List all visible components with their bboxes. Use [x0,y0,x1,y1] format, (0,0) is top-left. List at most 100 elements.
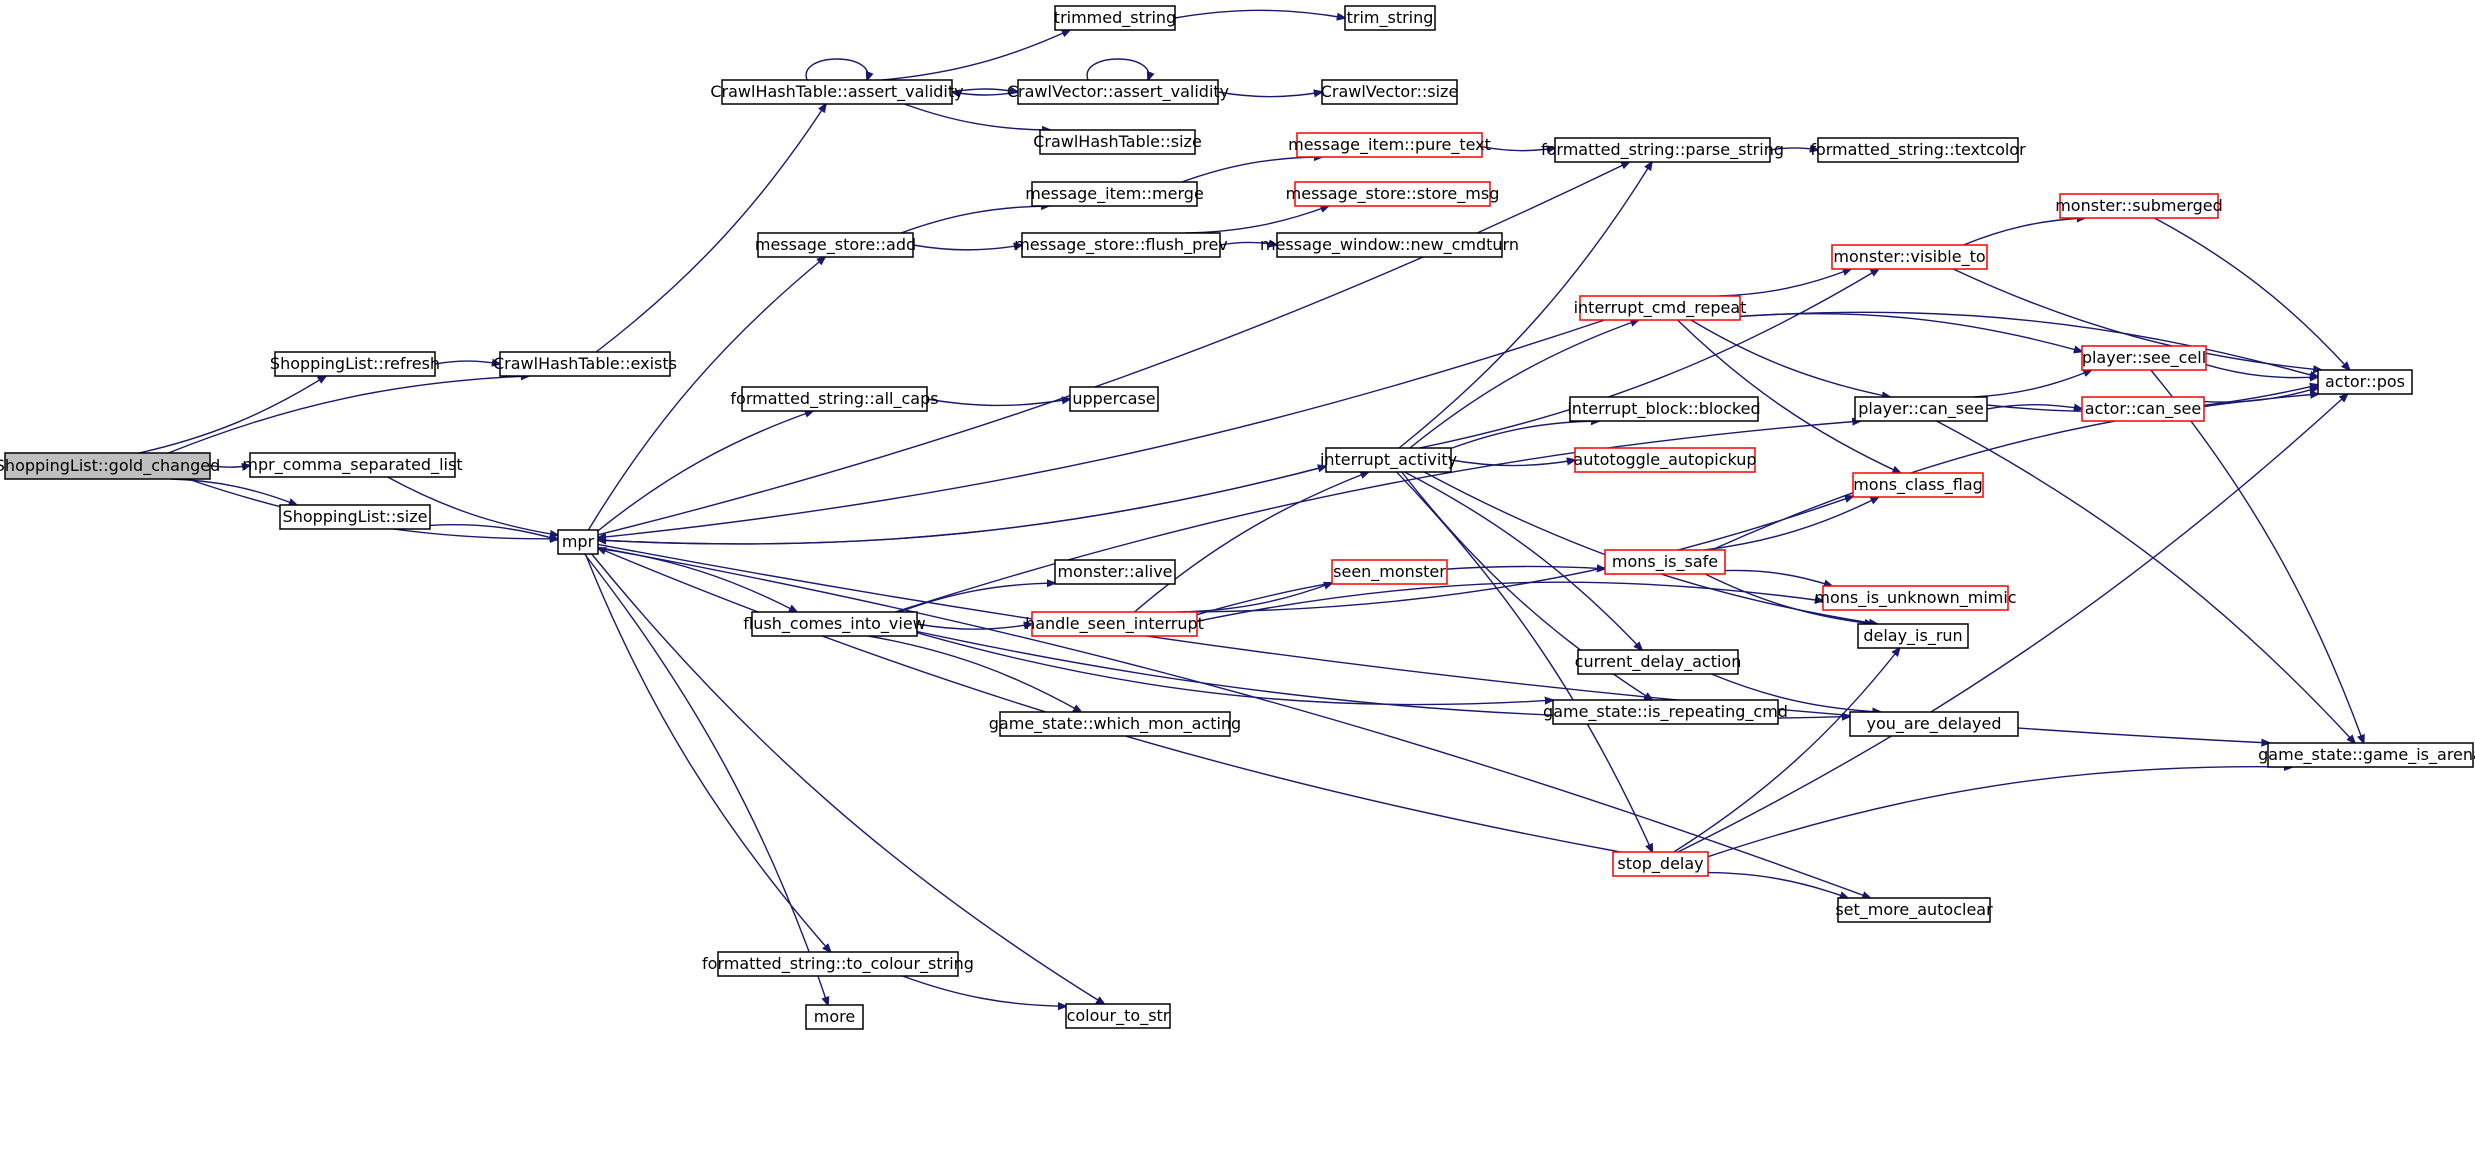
node-box [499,351,671,377]
edge-cv_assert-to-cv_size [1217,92,1322,97]
edge-cht_assert-to-cht_size [904,103,1050,130]
node-actor-can-see[interactable]: actor::can_see [2081,396,2205,422]
node-label: message_item::pure_text [1288,135,1491,155]
node-mon-visible-to[interactable]: monster::visible_to [1831,244,1988,270]
node-cv-assert[interactable]: CrawlVector::assert_validity [1007,79,1229,105]
node-mon-alive[interactable]: monster::alive [1054,559,1176,585]
node-interrupt-activity[interactable]: interrupt_activity [1320,447,1457,473]
node-fs-parse[interactable]: formatted_string::parse_string [1541,137,1784,163]
node-trim-string[interactable]: trim_string [1344,5,1436,31]
node-gs-which-mon[interactable]: game_state::which_mon_acting [989,711,1241,737]
node-actor-pos[interactable]: actor::pos [2317,369,2413,395]
node-mons-class-flag[interactable]: mons_class_flag [1852,472,1984,498]
edge-stop_delay-to-mpr [598,548,1621,853]
node-uppercase[interactable]: uppercase [1069,386,1159,412]
node-trimmed-string[interactable]: trimmed_string [1054,5,1176,31]
node-handle-seen[interactable]: handle_seen_interrupt [1025,611,1204,637]
node-sl-refresh[interactable]: ShoppingList::refresh [270,351,440,377]
edge-mon_visible_to-to-mon_submerged [1963,218,2086,246]
node-cht-assert[interactable]: CrawlHashTable::assert_validity [710,79,964,105]
node-gs-arena[interactable]: game_state::game_is_arena [2258,742,2475,768]
edges-layer [138,9,2364,1006]
node-box [1831,244,1988,270]
edge-mpr_csl-to-mpr [387,476,558,535]
node-label: monster::visible_to [1833,247,1985,267]
node-box [757,232,914,258]
edge-interrupt_activity-to-mon_visible_to [1419,269,1878,449]
edge-interrupt_cmd_repeat-to-player_can_see [1690,319,1890,397]
node-ms-add[interactable]: message_store::add [755,232,916,258]
node-more[interactable]: more [805,1004,864,1030]
edge-mpr-to-more [583,553,829,1005]
node-mons-is-safe[interactable]: mons_is_safe [1604,549,1726,575]
node-label: handle_seen_interrupt [1025,614,1204,634]
node-mi-merge[interactable]: message_item::merge [1025,181,1204,207]
node-label: message_store::store_msg [1286,184,1500,204]
node-ms-store-msg[interactable]: message_store::store_msg [1286,181,1500,207]
node-ib-blocked[interactable]: interrupt_block::blocked [1567,396,1761,422]
node-cht-exists[interactable]: CrawlHashTable::exists [493,351,677,377]
edge-handle_seen-to-mons_class_flag [1183,496,1853,613]
node-player-see-cell[interactable]: player::see_cell [2081,345,2207,371]
edge-player_can_see-to-gs_arena [1936,420,2355,743]
node-label: flush_comes_into_view [743,614,926,634]
node-sl-size[interactable]: ShoppingList::size [279,504,431,530]
edge-player_can_see-to-actor_can_see [1986,405,2082,409]
edge-cv_assert-to-cv_assert [1086,58,1149,80]
node-gold-changed[interactable]: ShoppingList::gold_changed [0,452,220,480]
edge-cht_exists-to-cht_assert [595,104,826,353]
node-interrupt-cmd-repeat[interactable]: interrupt_cmd_repeat [1574,295,1747,321]
node-flush-view[interactable]: flush_comes_into_view [743,611,926,637]
edge-interrupt_activity-to-current_delay [1404,471,1643,650]
edge-ms_flush_prev-to-mw_new_cmdturn [1219,242,1277,245]
edge-mpr-to-fs_all_caps [597,411,813,532]
edge-mpr-to-fs_parse [597,162,1629,536]
edge-stop_delay-to-delay_is_run [1673,648,1900,853]
node-box [1054,559,1176,585]
edge-cv_assert-to-cht_assert [952,92,1019,95]
node-gs-repeating[interactable]: game_state::is_repeating_cmd [1543,699,1788,725]
node-player-can-see[interactable]: player::can_see [1854,396,1988,422]
edge-fs_all_caps-to-uppercase [926,399,1070,407]
node-box [1294,181,1491,207]
node-ms-flush-prev[interactable]: message_store::flush_prev [1014,232,1228,258]
edge-interrupt_activity-to-delay_is_run [1423,471,1877,624]
node-mon-submerged[interactable]: monster::submerged [2055,193,2223,219]
node-you-are-delayed[interactable]: you_are_delayed [1849,711,2019,737]
node-cv-size[interactable]: CrawlVector::size [1321,79,1459,105]
edge-stop_delay-to-actor_pos [1677,394,2348,853]
edge-interrupt_cmd_repeat-to-mons_class_flag [1677,319,1901,473]
node-box [1612,851,1709,877]
edge-mon_visible_to-to-actor_pos [1952,268,2321,370]
edge-stop_delay-to-gs_arena [1707,767,2292,858]
edge-interrupt_cmd_repeat-to-mon_visible_to [1718,269,1851,297]
node-box [1069,386,1159,412]
node-label: message_item::merge [1025,184,1204,204]
edge-player_see_cell-to-gs_arena [2150,369,2364,743]
node-label: trim_string [1347,8,1434,28]
node-seen-monster[interactable]: seen_monster [1331,559,1448,585]
node-current-delay[interactable]: current_delay_action [1575,649,1742,675]
node-fs-textcolor[interactable]: formatted_string::textcolor [1810,137,2026,163]
node-fs-all-caps[interactable]: formatted_string::all_caps [730,386,939,412]
node-label: uppercase [1072,389,1155,408]
node-stop-delay[interactable]: stop_delay [1612,851,1709,877]
edge-interrupt_cmd_repeat-to-player_see_cell [1739,312,2082,352]
node-autotoggle[interactable]: autotoggle_autopickup [1573,447,1757,473]
node-fs-colour[interactable]: formatted_string::to_colour_string [702,951,974,977]
node-mpr[interactable]: mpr [557,529,599,555]
node-colour-to-str[interactable]: colour_to_str [1065,1003,1171,1029]
edge-flush_view-to-player_can_see [894,421,1860,613]
node-cht-size[interactable]: CrawlHashTable::size [1033,129,1202,155]
node-mw-new-cmdturn[interactable]: message_window::new_cmdturn [1260,232,1519,258]
edge-interrupt_activity-to-interrupt_cmd_repeat [1409,320,1639,449]
edge-handle_seen-to-mons_unknown_mimic [1196,581,1823,622]
node-box [1276,232,1503,258]
node-mons-unknown-mimic[interactable]: mons_is_unknown_mimic [1814,585,2017,611]
node-mpr-csl[interactable]: mpr_comma_separated_list [242,452,463,478]
node-set-more[interactable]: set_more_autoclear [1835,897,1993,923]
node-delay-is-run[interactable]: delay_is_run [1857,623,1969,649]
node-mi-pure-text[interactable]: message_item::pure_text [1288,132,1491,158]
node-label: monster::submerged [2055,196,2223,215]
